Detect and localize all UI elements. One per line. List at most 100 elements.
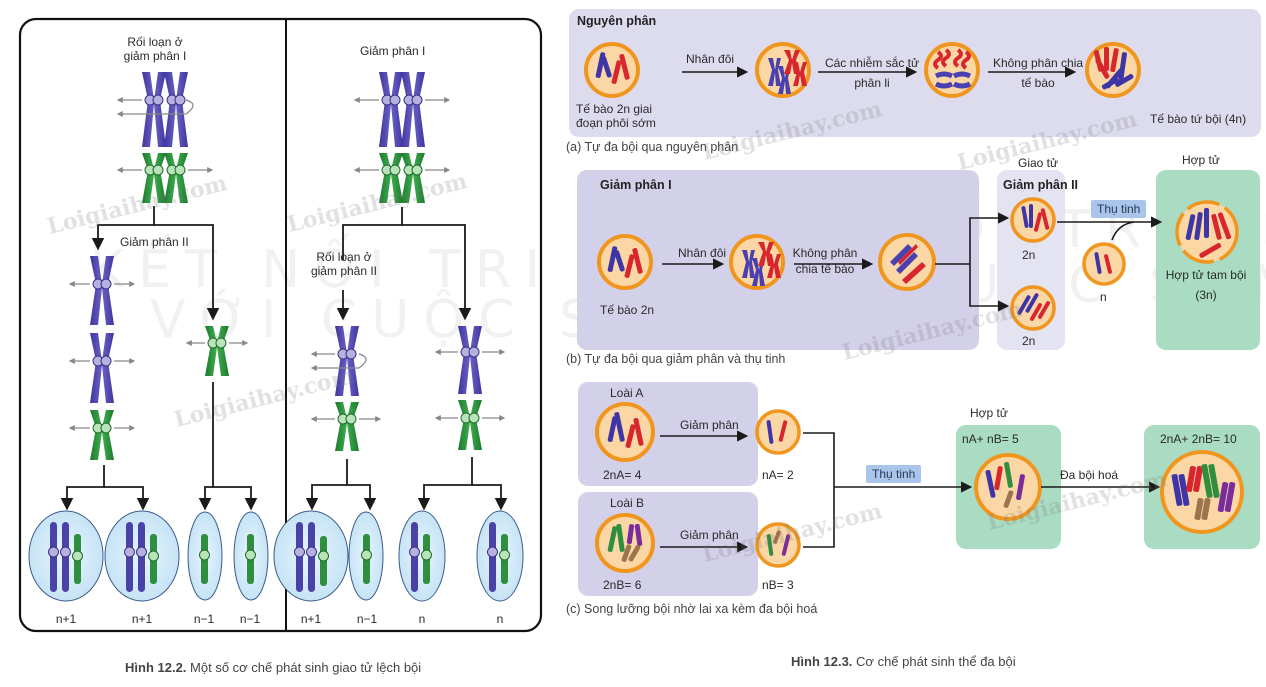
branch-arrow: [91, 206, 155, 251]
left-meiosis2-cell-a: [68, 256, 136, 460]
figure-12-3-caption: Hình 12.3. Cơ chế phát sinh thể đa bội: [791, 654, 1016, 669]
panel-b-zygote-header: Hợp tử: [1182, 153, 1220, 167]
right-title: Giảm phân I: [360, 44, 426, 58]
gamete-cell: [273, 510, 349, 602]
right-meiosis2-cell-a: [310, 326, 382, 451]
panel-a-cell1-label: Tế bào 2n giai đoạn phôi sớm: [576, 102, 656, 130]
species-a-2n-label: 2nA= 4: [603, 468, 642, 482]
gamete-2n: [1010, 285, 1056, 331]
branch-arrow: [342, 207, 403, 260]
panel-a-caption: (a) Tự đa bội qua nguyên phân: [566, 140, 739, 154]
panel-b-zygote-line2: (3n): [1195, 288, 1217, 302]
cell-species-b: [595, 513, 655, 573]
gamete-label: n: [418, 612, 426, 626]
species-a-label: Loài A: [610, 386, 644, 400]
caption-text: Cơ chế phát sinh thể đa bội: [856, 654, 1016, 669]
gamete-cell: [233, 511, 269, 601]
species-b-n-label: nB= 3: [762, 578, 794, 592]
gamete-species-b: [755, 522, 801, 568]
panel-a-title: Nguyên phân: [577, 14, 657, 28]
branch-arrow: [969, 212, 1010, 264]
gamete-cell: [348, 511, 384, 601]
branch-arrow: [472, 484, 508, 511]
panel-b-fertilization-tag: Thụ tinh: [1091, 200, 1147, 218]
figure-12-2-frame: [18, 17, 543, 633]
green-chromosome: [164, 153, 188, 203]
gamete-cell: [28, 510, 104, 602]
panel-a-arrow3-line1: Không phân chia: [992, 56, 1084, 70]
branch-arrow: [198, 382, 214, 511]
cell-nondisjunction: [878, 233, 936, 291]
cell-2n: [584, 42, 640, 98]
green-chromosome: [142, 153, 166, 203]
panel-b-arrow2-line2: chia tế bào: [795, 262, 855, 276]
panel-b-other-gamete-label: n: [1100, 290, 1107, 304]
blue-chromosome: [142, 72, 166, 147]
panel-b-zygote-label: Hợp tử tam bội (3n): [1158, 268, 1254, 302]
cell-replicated: [729, 234, 785, 290]
left-meiosis2-cell-b: [185, 326, 249, 376]
meiosis-a-label: Giảm phân: [680, 418, 739, 432]
right-meiosis1-chromosome-group: [353, 72, 451, 203]
panel-a-arrow1-label: Nhân đôi: [686, 52, 735, 66]
panel-b-zygote-line1: Hợp tử tam bội: [1165, 268, 1247, 282]
caption-text: Một số cơ chế phát sinh giao tử lệch bội: [190, 660, 422, 675]
panel-a-arrow2-label: Các nhiễm sắc tử phân li: [822, 56, 922, 90]
figure-12-3-diagram: [569, 9, 1261, 596]
caption-number: Hình 12.3.: [791, 654, 853, 669]
left-meiosis1-chromosome-group: [116, 72, 214, 203]
figure-12-2-diagram: [18, 17, 543, 633]
gamete-2n: [1010, 197, 1056, 243]
panel-c-result-formula: 2nA+ 2nB= 10: [1160, 432, 1237, 446]
figure-12-2-caption: Hình 12.2. Một số cơ chế phát sinh giao …: [125, 660, 421, 675]
species-b-label: Loài B: [610, 496, 645, 510]
cell-species-a: [595, 402, 655, 462]
branch-arrow: [60, 465, 105, 511]
caption-number: Hình 12.2.: [125, 660, 187, 675]
right-stage2-label: Rối loạn ở giảm phân II: [306, 250, 382, 278]
panel-b-gamete-box-title: Giảm phân II: [1003, 178, 1079, 192]
panel-b-gamete1-label: 2n: [1022, 248, 1036, 262]
panel-b-arrow2-line1: Không phân: [792, 246, 858, 260]
meiosis-b-label: Giảm phân: [680, 528, 739, 542]
cell-2n: [597, 234, 653, 290]
species-b-2n-label: 2nB= 6: [603, 578, 642, 592]
panel-a-arrow2-line2: phân li: [854, 76, 890, 90]
panel-a-cell1-line2: đoạn phôi sớm: [576, 116, 656, 130]
panel-b-caption: (b) Tự đa bội qua giảm phân và thụ tinh: [566, 352, 786, 366]
gamete-cell: [476, 510, 524, 602]
branch-arrow: [969, 264, 1010, 312]
panel-a-arrow3-line2: tế bào: [1021, 76, 1055, 90]
gamete-label: n+1: [300, 612, 322, 626]
right-stage2-line1: Rối loạn ở: [316, 250, 372, 264]
panel-c-polyploidization-label: Đa bội hoá: [1060, 468, 1119, 482]
cell-replicated: [755, 42, 811, 98]
panel-c-fertilization-tag: Thụ tinh: [866, 465, 922, 483]
panel-c-zygote-header: Hợp tử: [970, 406, 1008, 420]
allopolyploid-cell: [1160, 450, 1244, 534]
panel-b-arrow1-label: Nhân đôi: [678, 246, 727, 260]
branch-arrow: [402, 224, 472, 321]
sperm-merge-path: [1111, 221, 1135, 241]
left-title: Rối loạn ở giảm phân I: [120, 35, 190, 63]
cell-anaphase: [924, 42, 980, 98]
gamete-label: n−1: [239, 612, 261, 626]
branch-arrow: [305, 459, 348, 511]
panel-b-cell1-label: Tế bào 2n: [600, 303, 655, 317]
gamete-label: n−1: [356, 612, 378, 626]
panel-b-title: Giảm phân I: [600, 178, 672, 192]
zygote-hybrid: [974, 453, 1042, 521]
gamete-cell: [187, 511, 223, 601]
zygote-3n: [1175, 200, 1239, 264]
gamete-cell: [104, 510, 180, 602]
gamete-n: [1082, 242, 1126, 286]
right-meiosis2-cell-b: [434, 326, 506, 450]
gamete-label: n: [496, 612, 504, 626]
panel-b-gamete-header: Giao tử: [1018, 156, 1059, 170]
gamete-label: n+1: [131, 612, 153, 626]
panel-b-arrow2-label: Không phân chia tế bào: [790, 246, 860, 276]
cell-4n: [1085, 42, 1141, 98]
panel-b-gamete2-label: 2n: [1022, 334, 1036, 348]
left-title-line2: giảm phân I: [123, 49, 187, 63]
panel-c-zygote-formula: nA+ nB= 5: [962, 432, 1019, 446]
